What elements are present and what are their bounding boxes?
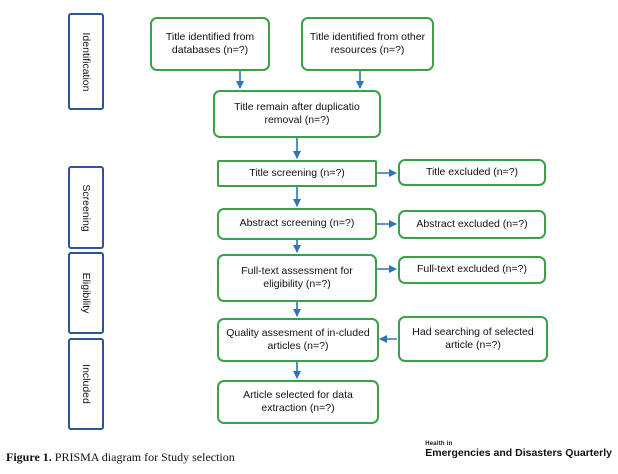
box-title-remain: Title remain after duplicatio removal (n… [213, 90, 381, 138]
box-quality-assessment: Quality assesment of in-cluded articles … [217, 318, 379, 362]
figure-caption-label: Figure 1. [6, 450, 52, 464]
box-article-selected: Article selected for data extraction (n=… [217, 380, 379, 424]
journal-logo: Health in Emergencies and Disasters Quar… [425, 441, 612, 459]
box-searching-selected: Had searching of selected article (n=?) [398, 316, 548, 362]
box-title-databases: Title identified from databases (n=?) [150, 17, 270, 71]
journal-logo-line1: Health in [425, 441, 453, 447]
box-fulltext-assessment: Full-text assessment for eligibility (n=… [217, 254, 377, 302]
phase-included: Included [68, 338, 104, 430]
box-title-screening: Title screening (n=?) [217, 160, 377, 187]
figure-caption: Figure 1. PRISMA diagram for Study selec… [6, 450, 235, 465]
journal-logo-line2: Emergencies and Disasters Quarterly [425, 447, 612, 459]
phase-identification: Identification [68, 13, 104, 110]
box-title-other-resources: Title identified from other resources (n… [301, 17, 434, 71]
box-fulltext-excluded: Full-text excluded (n=?) [398, 256, 546, 284]
box-abstract-screening: Abstract screening (n=?) [217, 208, 377, 240]
phase-screening: Screening [68, 166, 104, 249]
box-title-excluded: Title excluded (n=?) [398, 159, 546, 186]
figure-caption-text: PRISMA diagram for Study selection [54, 450, 235, 464]
phase-eligibility: Eligibility [68, 252, 104, 334]
box-abstract-excluded: Abstract excluded (n=?) [398, 210, 546, 239]
